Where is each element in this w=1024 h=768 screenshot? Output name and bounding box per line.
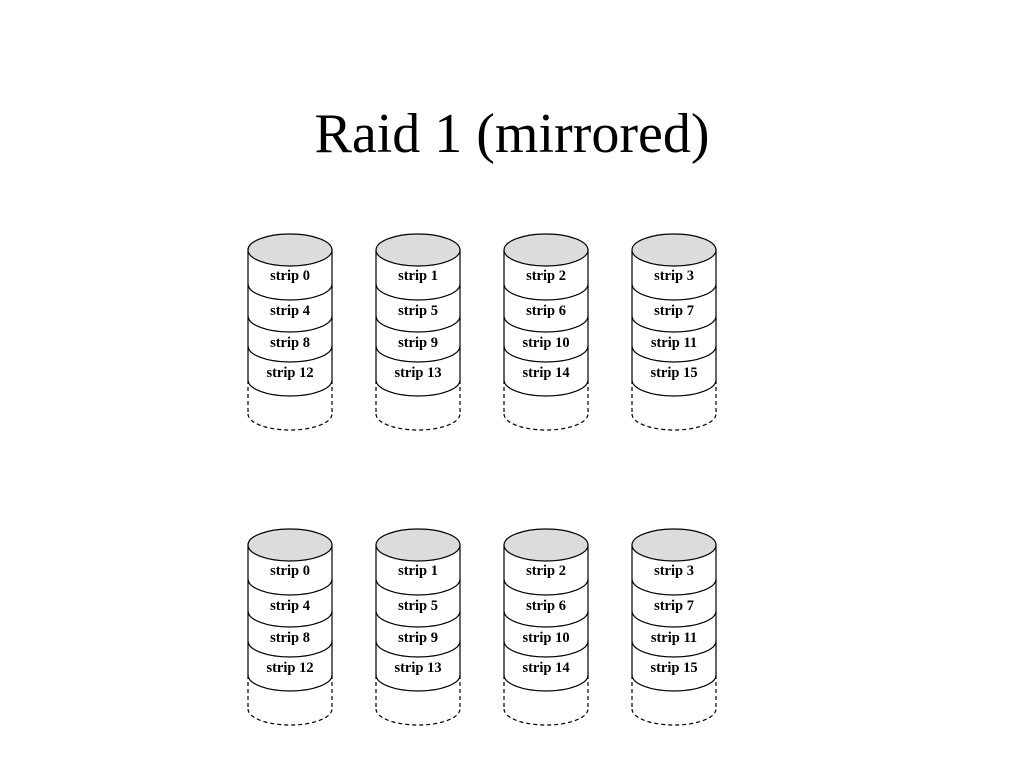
strip-label: strip 15 xyxy=(650,365,697,381)
strip-label: strip 1 xyxy=(398,563,438,579)
disk-empty-bottom xyxy=(631,708,717,726)
disk-primary-2: strip 2 strip 6 strip 10 strip 14 xyxy=(503,233,589,431)
strip-label: strip 15 xyxy=(650,660,697,676)
strip-boundary xyxy=(247,345,333,363)
strip-boundary xyxy=(503,640,589,658)
disk-primary-3: strip 3 strip 7 strip 11 strip 15 xyxy=(631,233,717,431)
disk-primary-1: strip 1 strip 5 strip 9 strip 13 xyxy=(375,233,461,431)
strip-boundary xyxy=(375,578,461,596)
strip-label: strip 9 xyxy=(398,335,438,351)
disk-mirror-3: strip 3 strip 7 strip 11 strip 15 xyxy=(631,528,717,726)
disk-empty-bottom xyxy=(503,708,589,726)
strip-boundary xyxy=(503,283,589,301)
strip-label: strip 10 xyxy=(522,335,569,351)
strip-label: strip 13 xyxy=(394,660,441,676)
strip-label: strip 5 xyxy=(398,598,438,614)
strip-label: strip 1 xyxy=(398,268,438,284)
disk-top-cap xyxy=(631,528,717,562)
strip-boundary xyxy=(247,674,333,692)
strip-boundary xyxy=(503,578,589,596)
strip-label: strip 9 xyxy=(398,630,438,646)
strip-boundary xyxy=(247,315,333,333)
strip-boundary xyxy=(631,283,717,301)
strip-boundary xyxy=(375,640,461,658)
strip-boundary xyxy=(503,315,589,333)
disk-top-cap xyxy=(503,528,589,562)
strip-boundary xyxy=(631,315,717,333)
strip-boundary xyxy=(503,379,589,397)
strip-boundary xyxy=(247,379,333,397)
disk-empty-bottom xyxy=(247,413,333,431)
strip-boundary xyxy=(631,379,717,397)
disk-top-cap xyxy=(247,233,333,267)
strip-boundary xyxy=(375,283,461,301)
strip-label: strip 8 xyxy=(270,335,310,351)
strip-boundary xyxy=(503,345,589,363)
strip-label: strip 4 xyxy=(270,303,310,319)
strip-boundary xyxy=(375,315,461,333)
disk-empty-bottom xyxy=(375,413,461,431)
strip-boundary xyxy=(631,610,717,628)
strip-label: strip 0 xyxy=(270,563,310,579)
strip-boundary xyxy=(247,610,333,628)
disk-primary-0: strip 0 strip 4 strip 8 strip 12 xyxy=(247,233,333,431)
strip-boundary xyxy=(631,674,717,692)
strip-label: strip 10 xyxy=(522,630,569,646)
strip-label: strip 3 xyxy=(654,268,694,284)
strip-label: strip 14 xyxy=(522,365,569,381)
disk-top-cap xyxy=(631,233,717,267)
strip-label: strip 13 xyxy=(394,365,441,381)
strip-boundary xyxy=(631,640,717,658)
strip-boundary xyxy=(375,379,461,397)
strip-label: strip 3 xyxy=(654,563,694,579)
strip-label: strip 12 xyxy=(266,660,313,676)
disk-mirror-0: strip 0 strip 4 strip 8 strip 12 xyxy=(247,528,333,726)
disk-top-cap xyxy=(375,233,461,267)
strip-boundary xyxy=(375,610,461,628)
disk-empty-bottom xyxy=(631,413,717,431)
strip-label: strip 12 xyxy=(266,365,313,381)
strip-boundary xyxy=(631,345,717,363)
strip-boundary xyxy=(631,578,717,596)
strip-boundary xyxy=(375,674,461,692)
disk-empty-bottom xyxy=(375,708,461,726)
strip-label: strip 6 xyxy=(526,598,566,614)
strip-label: strip 7 xyxy=(654,598,694,614)
disk-top-cap xyxy=(503,233,589,267)
strip-label: strip 0 xyxy=(270,268,310,284)
strip-label: strip 11 xyxy=(651,630,697,646)
strip-label: strip 8 xyxy=(270,630,310,646)
strip-boundary xyxy=(247,640,333,658)
strip-label: strip 11 xyxy=(651,335,697,351)
disk-mirror-1: strip 1 strip 5 strip 9 strip 13 xyxy=(375,528,461,726)
disk-top-cap xyxy=(375,528,461,562)
strip-label: strip 14 xyxy=(522,660,569,676)
strip-boundary xyxy=(503,674,589,692)
disk-empty-bottom xyxy=(503,413,589,431)
disk-empty-bottom xyxy=(247,708,333,726)
strip-label: strip 5 xyxy=(398,303,438,319)
strip-boundary xyxy=(247,578,333,596)
strip-boundary xyxy=(503,610,589,628)
strip-label: strip 4 xyxy=(270,598,310,614)
strip-label: strip 7 xyxy=(654,303,694,319)
strip-label: strip 2 xyxy=(526,268,566,284)
slide-title: Raid 1 (mirrored) xyxy=(314,103,710,165)
disk-mirror-2: strip 2 strip 6 strip 10 strip 14 xyxy=(503,528,589,726)
strip-label: strip 2 xyxy=(526,563,566,579)
strip-label: strip 6 xyxy=(526,303,566,319)
disk-top-cap xyxy=(247,528,333,562)
strip-boundary xyxy=(375,345,461,363)
strip-boundary xyxy=(247,283,333,301)
